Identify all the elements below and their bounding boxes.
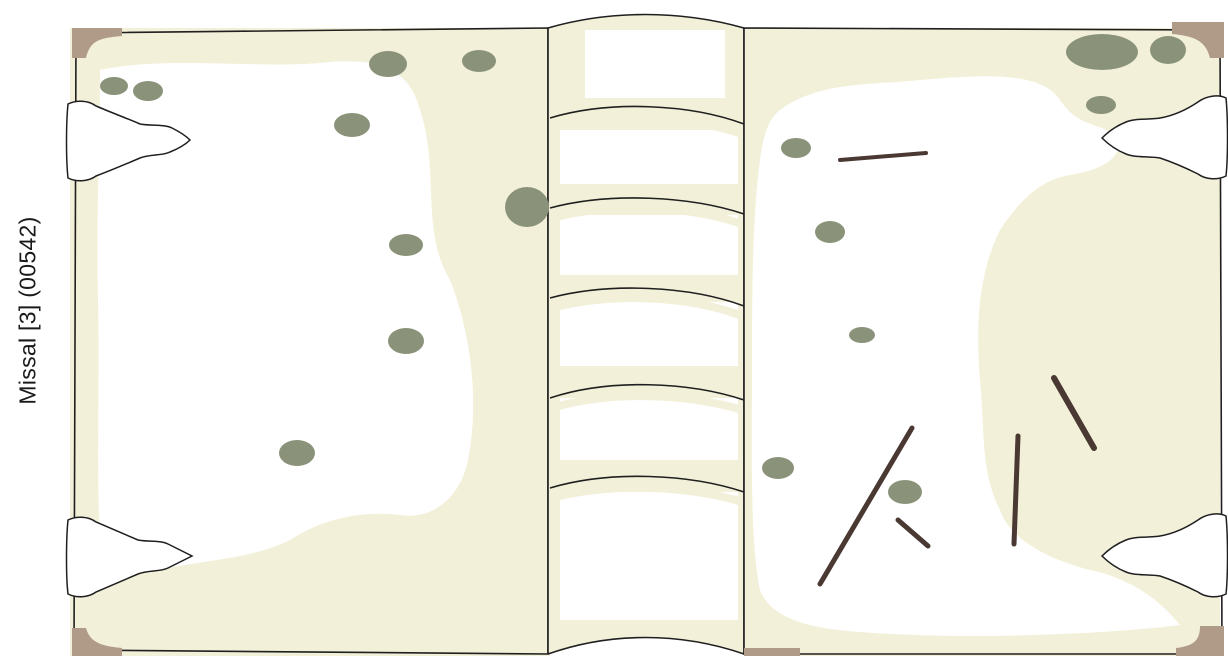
mould-spot [100, 77, 128, 95]
spine [548, 15, 744, 655]
spine-panel-4 [560, 302, 738, 366]
spine-panel-5 [560, 398, 738, 460]
mould-spot [849, 327, 875, 343]
mould-spot [815, 221, 845, 243]
mould-spot [133, 81, 163, 101]
mould-spot [369, 51, 407, 77]
mould-spot [505, 187, 549, 227]
mould-spot [279, 440, 315, 466]
spine-panel-1 [585, 30, 725, 98]
mould-spot [888, 480, 922, 504]
mould-spot [762, 457, 794, 479]
spine-panel-3 [560, 215, 738, 275]
mould-spot [1066, 34, 1138, 70]
mould-spot [1150, 36, 1186, 64]
mould-spot [389, 234, 423, 256]
spine-panel-6 [560, 492, 738, 620]
spine-foot-patch [744, 648, 800, 656]
spine-panel-2 [560, 130, 738, 184]
mould-spot [334, 113, 370, 137]
mould-spot [781, 138, 811, 158]
mould-spot [388, 328, 424, 354]
mould-spot [462, 50, 496, 72]
mould-spot [1086, 96, 1116, 114]
